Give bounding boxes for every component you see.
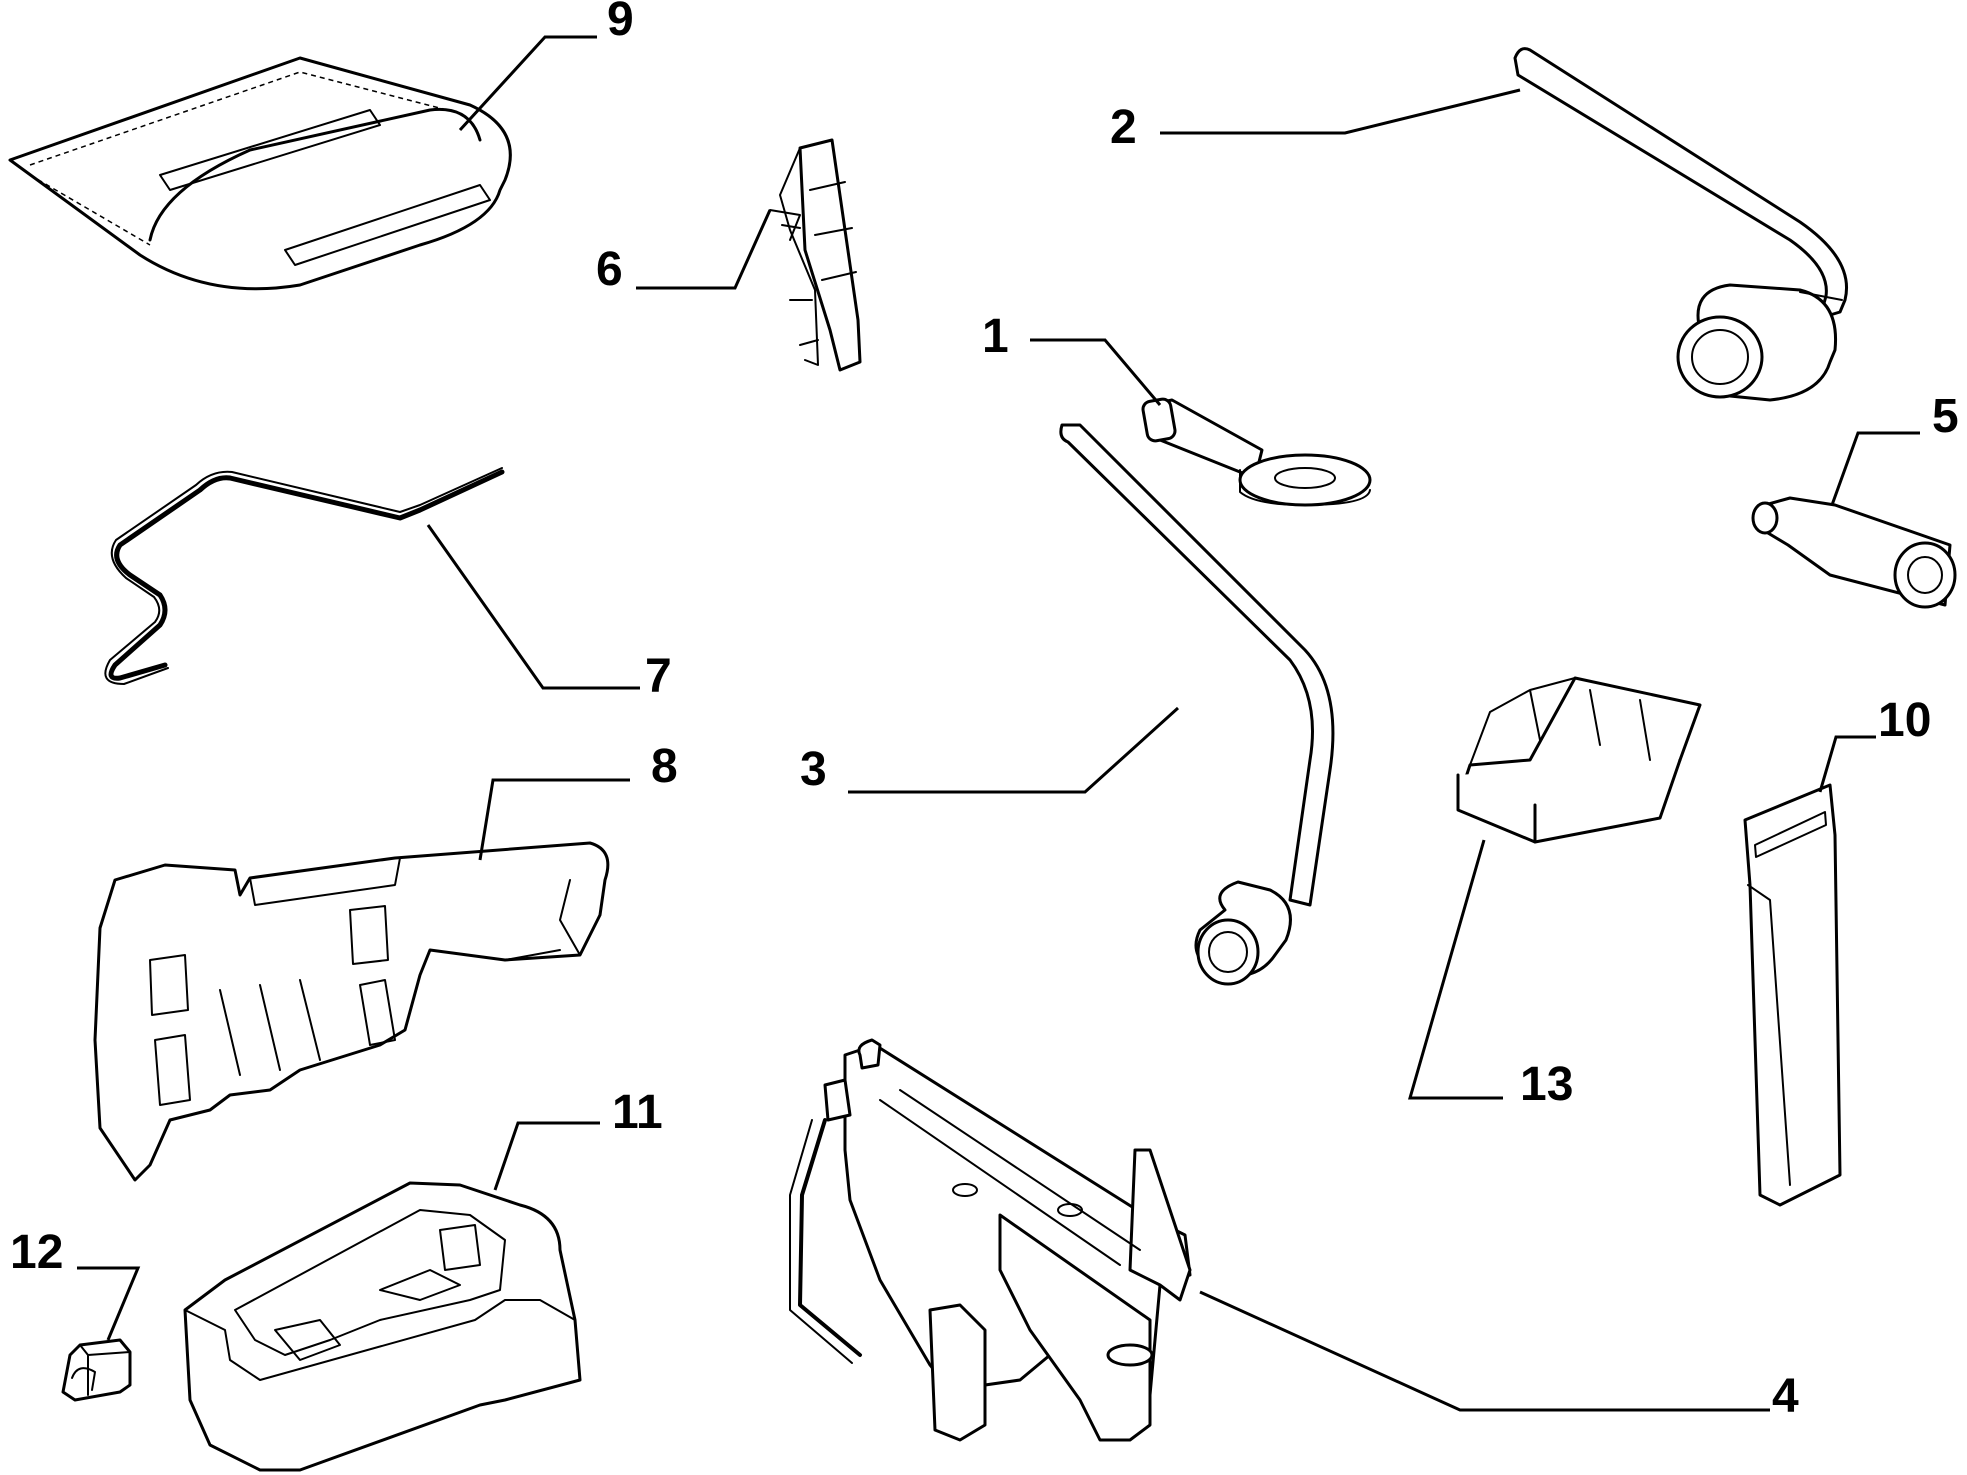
leader-9 xyxy=(458,35,597,132)
leader-12 xyxy=(77,1266,141,1341)
part-2-wheel-brace xyxy=(1513,47,1848,402)
callout-5: 5 xyxy=(1932,390,1959,443)
callout-3: 3 xyxy=(800,743,827,796)
leader-lines xyxy=(77,35,1920,1412)
part-10-strap xyxy=(1743,783,1842,1207)
part-13-block xyxy=(1456,676,1702,844)
callout-2: 2 xyxy=(1110,101,1137,154)
callout-8: 8 xyxy=(651,740,678,793)
leader-4 xyxy=(1199,1290,1770,1412)
part-3-crank-handle xyxy=(1059,423,1335,986)
leader-6 xyxy=(636,209,772,290)
part-4-scissor-jack xyxy=(789,1038,1192,1442)
part-6-bracket xyxy=(769,138,862,372)
callout-4: 4 xyxy=(1772,1370,1799,1423)
leader-10 xyxy=(1818,735,1876,793)
part-9-tool-bag xyxy=(8,56,512,291)
part-1-towing-eye xyxy=(1141,397,1372,507)
callout-7: 7 xyxy=(645,650,672,703)
part-7-wire-hook xyxy=(104,467,505,685)
leader-11 xyxy=(493,1121,600,1191)
leader-8 xyxy=(478,778,630,861)
callout-11: 11 xyxy=(612,1086,663,1139)
part-12-clip xyxy=(61,1338,132,1402)
callout-12: 12 xyxy=(10,1226,63,1279)
part-11-foam-tray xyxy=(183,1181,582,1472)
part-8-tray-bracket xyxy=(93,841,610,1182)
leader-13 xyxy=(1408,839,1503,1100)
callout-6: 6 xyxy=(596,243,623,296)
leader-7 xyxy=(426,524,640,690)
callout-labels: 1 2 3 4 5 6 7 8 9 10 11 12 13 xyxy=(10,0,1959,1423)
callout-1: 1 xyxy=(982,310,1009,363)
leader-5 xyxy=(1830,431,1920,506)
leader-3 xyxy=(848,706,1180,794)
leader-2 xyxy=(1160,88,1521,135)
callout-10: 10 xyxy=(1878,694,1931,747)
callout-13: 13 xyxy=(1520,1058,1573,1111)
leader-1 xyxy=(1030,338,1162,406)
part-5-socket-adapter xyxy=(1751,496,1957,609)
callout-9: 9 xyxy=(607,0,634,46)
